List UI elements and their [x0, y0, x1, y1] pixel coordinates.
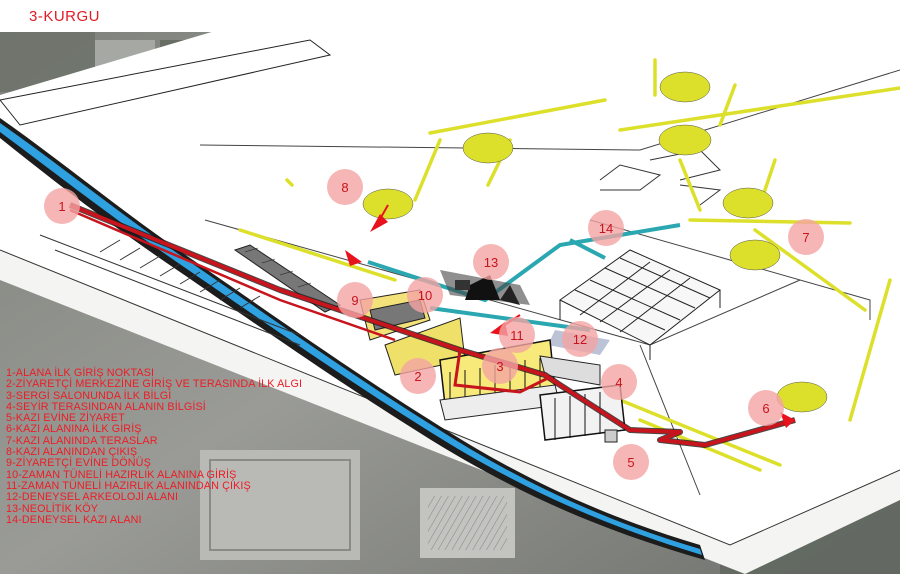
top-margin: [0, 0, 900, 32]
planting-lines: [238, 58, 900, 472]
marker-2-label: 2: [414, 369, 421, 384]
marker-14-label: 14: [599, 221, 613, 236]
marker-10-label: 10: [418, 288, 432, 303]
legend-item: 11-ZAMAN TÜNELİ HAZIRLIK ALANINDAN ÇIKIŞ: [6, 479, 251, 492]
marker-9: 9: [337, 282, 373, 318]
legend-item: 5-KAZI EVİNE ZİYARET: [6, 412, 125, 425]
marker-9-label: 9: [351, 293, 358, 308]
marker-14: 14: [588, 210, 624, 246]
legend-item: 2-ZİYARETÇİ MERKEZİNE GİRİŞ VE TERASINDA…: [6, 378, 303, 391]
legend-item: 10-ZAMAN TÜNELİ HAZIRLIK ALANINA GİRİŞ: [6, 468, 237, 481]
marker-1b: 11: [499, 317, 535, 353]
marker-4-label: 4: [615, 375, 622, 390]
marker-13: 13: [473, 244, 509, 280]
diagram-title: 3-KURGU: [29, 8, 101, 25]
tree-circles: [362, 71, 828, 413]
marker-2: 2: [400, 358, 436, 394]
excavation-house: [539, 355, 626, 443]
marker-1: 1: [44, 188, 80, 224]
legend-item: 13-NEOLİTİK KÖY: [6, 502, 99, 515]
marker-6-label: 6: [762, 401, 769, 416]
legend-item: 1-ALANA İLK GİRİŞ NOKTASI: [6, 367, 155, 379]
marker-8: 8: [327, 169, 363, 205]
parking-area: [39, 234, 301, 346]
marker-7-label: 7: [802, 230, 809, 245]
legend-list: 1-ALANA İLK GİRİŞ NOKTASI 2-ZİYARETÇİ ME…: [6, 367, 303, 526]
legend-item: 14-DENEYSEL KAZI ALANI: [6, 513, 142, 526]
marker-12: 12: [562, 321, 598, 357]
neolithic-village: [440, 270, 530, 305]
marker-8-label: 8: [341, 180, 348, 195]
legend-item: 8-KAZI ALANINDAN ÇIKIŞ: [6, 446, 138, 459]
marker-10: 10: [407, 277, 443, 313]
building-block-lower-left: [200, 450, 360, 560]
legend-item: 3-SERGİ SALONUNDA İLK BİLGİ: [6, 389, 172, 402]
grid-structure: [559, 249, 721, 360]
platform-edge: [0, 250, 900, 574]
legend-item: 7-KAZI ALANINDA TERASLAR: [6, 434, 158, 447]
marker-4: 4: [601, 364, 637, 400]
marker-group: 1 11 2 3 4 5 6 7 8 9 10 12 13 14: [44, 169, 824, 480]
marker-7: 7: [788, 219, 824, 255]
marker-5: 5: [613, 444, 649, 480]
access-road: [0, 39, 332, 126]
legend-item: 4-SEYİR TERASINDAN ALANIN BİLGİSİ: [6, 400, 206, 413]
marker-12-label: 12: [573, 332, 587, 347]
marker-3: 3: [482, 348, 518, 384]
marker-11-label: 11: [510, 328, 524, 343]
legend-item: 9-ZİYARETÇİ EVİNE DÖNÜŞ: [6, 457, 151, 470]
marker-3-label: 3: [496, 359, 503, 374]
marker-13-label: 13: [484, 255, 498, 270]
legend-item: 12-DENEYSEL ARKEOLOJİ ALANI: [6, 491, 179, 504]
marker-6: 6: [748, 390, 784, 426]
legend-item: 6-KAZI ALANINA İLK GİRİŞ: [6, 423, 142, 436]
marker-1-label: 1: [58, 199, 65, 214]
marker-5-label: 5: [627, 455, 634, 470]
